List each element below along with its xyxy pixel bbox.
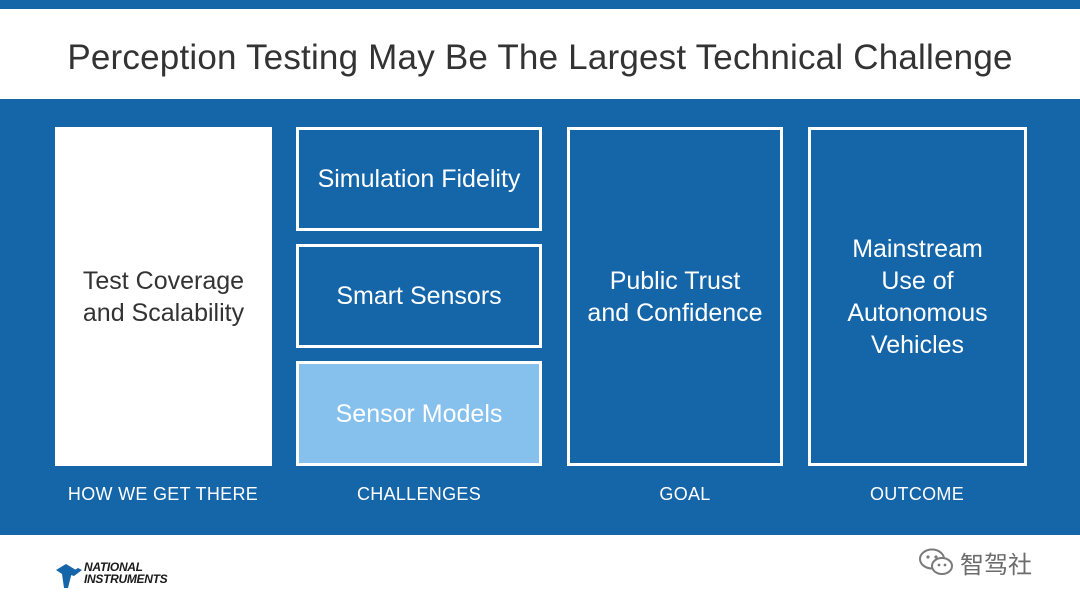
- logo-text-line: NATIONAL: [84, 560, 143, 574]
- box-test-coverage: Test Coverage and Scalability: [55, 127, 272, 466]
- footer: [0, 535, 1080, 608]
- box-text-line: and Confidence: [587, 298, 763, 327]
- slide-title: Perception Testing May Be The Largest Te…: [67, 38, 1013, 77]
- box-text-line: Smart Sensors: [336, 282, 502, 310]
- column-label-how: HOW WE GET THERE: [67, 484, 259, 504]
- column-label-challenges: CHALLENGES: [356, 484, 482, 504]
- box-public-trust: Public Trust and Confidence: [567, 127, 783, 466]
- top-accent-strip: [0, 0, 1080, 9]
- wechat-icon: [919, 548, 953, 575]
- box-text-line: Mainstream: [852, 234, 983, 263]
- logo-text-line: INSTRUMENTS: [84, 572, 168, 586]
- column-label-outcome: OUTCOME: [869, 484, 965, 504]
- box-text-line: and Scalability: [82, 298, 245, 327]
- box-text-line: Test Coverage: [82, 266, 245, 295]
- box-text-line: Vehicles: [870, 330, 965, 359]
- box-sensor-models: Sensor Models: [296, 361, 542, 466]
- title-band: [0, 9, 1080, 99]
- national-instruments-logo-icon: [56, 564, 82, 588]
- box-smart-sensors: Smart Sensors: [296, 244, 542, 348]
- box-text-line: Simulation Fidelity: [317, 165, 521, 193]
- column-label-goal: GOAL: [659, 484, 711, 504]
- box-text-line: Public Trust: [609, 266, 741, 295]
- watermark-text: 智驾社: [960, 550, 1032, 579]
- watermark: 智驾社: [918, 545, 1032, 579]
- logo-text: NATIONAL INSTRUMENTS: [84, 560, 168, 586]
- box-mainstream-use: Mainstream Use of Autonomous Vehicles: [808, 127, 1027, 466]
- box-simulation-fidelity: Simulation Fidelity: [296, 127, 542, 231]
- box-text-line: Sensor Models: [335, 399, 503, 428]
- box-text-line: Use of: [881, 266, 954, 295]
- box-text-line: Autonomous: [847, 298, 988, 327]
